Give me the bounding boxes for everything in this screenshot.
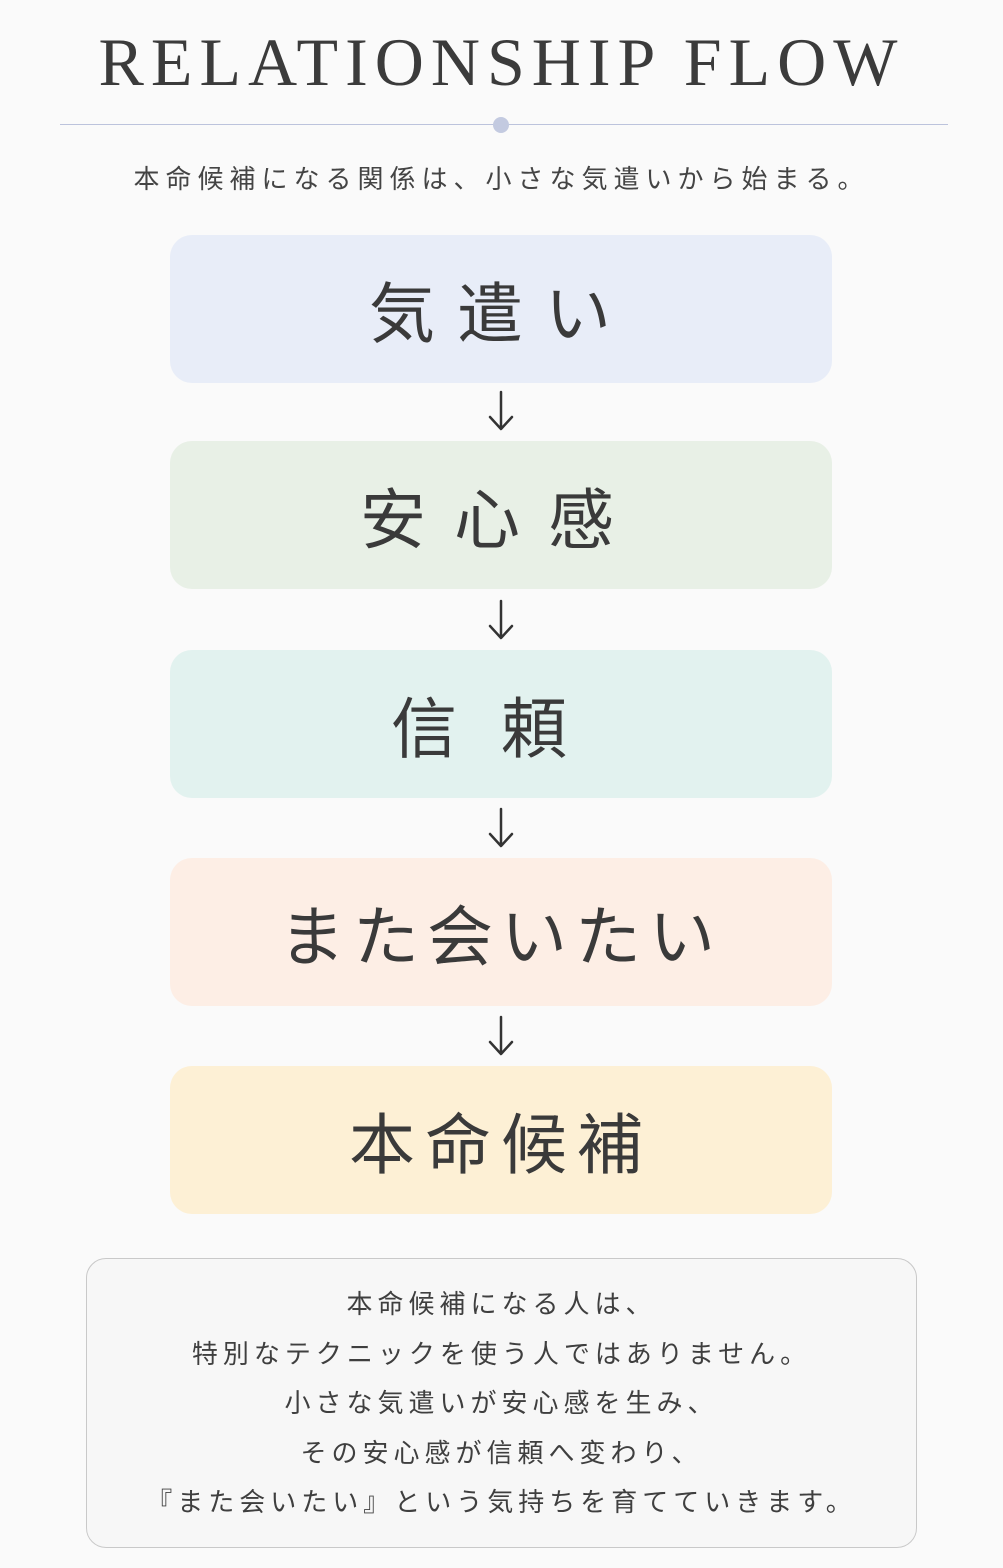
note-line: 小さな気遣いが安心感を生み、 [284, 1389, 719, 1419]
flow-step-label: 気遣い [369, 276, 633, 353]
note-line: 『また会いたい』という気持ちを育てていきます。 [146, 1488, 857, 1518]
page-title: RELATIONSHIP FLOW [98, 24, 905, 100]
flow-step-kizukai: 気遣い [170, 235, 832, 383]
flow-step-label: 信頼 [391, 691, 611, 768]
summary-note: 本命候補になる人は、 特別なテクニックを使う人ではありません。 小さな気遣いが安… [86, 1258, 917, 1548]
note-line: その安心感が信頼へ変わり、 [300, 1438, 703, 1469]
arrow-down-icon [481, 1014, 521, 1058]
note-line: 本命候補になる人は、 [346, 1290, 657, 1320]
subtitle: 本命候補になる関係は、小さな気遣いから始まる。 [133, 165, 870, 195]
flow-step-label: 本命候補 [349, 1107, 653, 1184]
flow-step-mata-aitai: また会いたい [170, 858, 832, 1006]
flow-step-label: 安心感 [360, 482, 642, 559]
arrow-down-icon [481, 598, 521, 642]
arrow-down-icon [481, 389, 521, 433]
flow-step-honmei-kouho: 本命候補 [170, 1066, 832, 1214]
arrow-down-icon [481, 806, 521, 850]
divider-dot [493, 117, 509, 133]
flow-step-shinrai: 信頼 [170, 650, 832, 798]
flow-step-label: また会いたい [279, 899, 723, 976]
flow-step-anshinkan: 安心感 [170, 441, 832, 589]
note-line: 特別なテクニックを使う人ではありません。 [191, 1339, 812, 1370]
